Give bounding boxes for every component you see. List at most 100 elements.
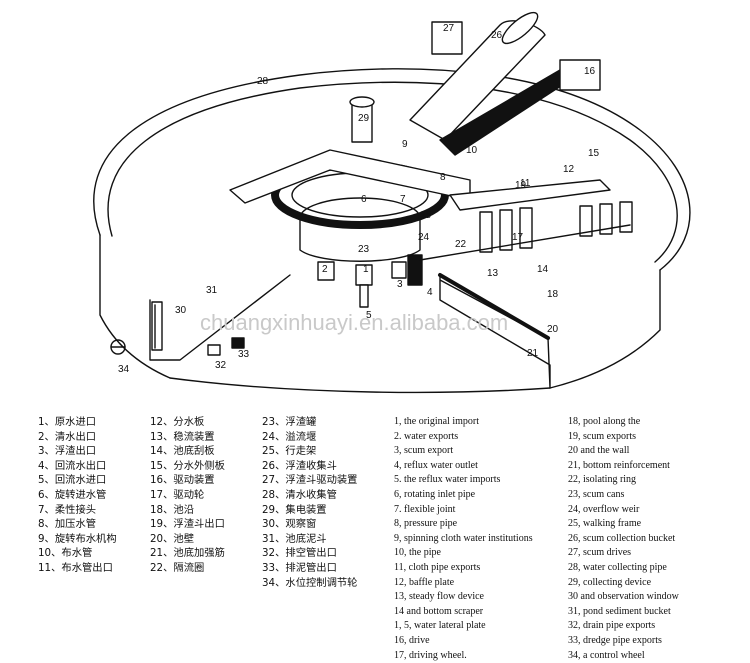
- legend-row: 1, the original import: [394, 415, 533, 430]
- legend-row: 21、池底加强筋: [150, 546, 225, 561]
- legend-row: 7. flexible joint: [394, 503, 533, 518]
- legend-row: 15、分水外侧板: [150, 459, 225, 474]
- legend-row: 29, collecting device: [568, 576, 679, 591]
- callout-24: 24: [418, 232, 430, 243]
- callout-28: 28: [257, 76, 269, 87]
- observation-window: [152, 302, 162, 350]
- callout-1: 1: [363, 264, 369, 275]
- callout-29: 29: [358, 113, 370, 124]
- callout-9: 9: [402, 139, 408, 150]
- callout-3: 3: [397, 279, 403, 290]
- legend-row: 4, reflux water outlet: [394, 459, 533, 474]
- legend-row: 34, a control wheel: [568, 649, 679, 663]
- legend-row: 23, scum cans: [568, 488, 679, 503]
- legend-row: 12、分水板: [150, 415, 225, 430]
- legend-row: 34、水位控制调节轮: [262, 576, 357, 591]
- callout-26: 26: [491, 30, 503, 41]
- legend-row: 17、驱动轮: [150, 488, 225, 503]
- legend-row: 11、布水管出口: [38, 561, 117, 576]
- legend-row: 33, dredge pipe exports: [568, 634, 679, 649]
- callout-20: 20: [547, 324, 559, 335]
- baffle-plates: [480, 202, 632, 252]
- callout-32: 32: [215, 360, 227, 371]
- legend-row: 30 and observation window: [568, 590, 679, 605]
- legend-row: 18、池沿: [150, 503, 225, 518]
- callout-34: 34: [118, 364, 130, 375]
- callout-17: 17: [512, 232, 524, 243]
- legend-row: 14 and bottom scraper: [394, 605, 533, 620]
- callout-8: 8: [440, 172, 446, 183]
- callout-4: 4: [427, 287, 433, 298]
- legend-row: 6、旋转进水管: [38, 488, 117, 503]
- legend-row: 8、加压水管: [38, 517, 117, 532]
- legend-row: 30、观察窗: [262, 517, 357, 532]
- legend-row: 9, spinning cloth water institutions: [394, 532, 533, 547]
- legend-row: 16、驱动装置: [150, 473, 225, 488]
- drain-pipe-export: [208, 345, 220, 355]
- legend-row: 5、回流水进口: [38, 473, 117, 488]
- legend-row: 13、稳流装置: [150, 430, 225, 445]
- callout-7: 7: [400, 194, 406, 205]
- legend-row: 19, scum exports: [568, 430, 679, 445]
- legend-row: 23、浮渣罐: [262, 415, 357, 430]
- callout-13: 13: [487, 268, 499, 279]
- legend-row: 4、回流水出口: [38, 459, 117, 474]
- legend-row: 25、行走架: [262, 444, 357, 459]
- callout-31: 31: [206, 285, 218, 296]
- callout-12: 12: [563, 164, 575, 175]
- legend-row: 3, scum export: [394, 444, 533, 459]
- callout-14: 14: [537, 264, 549, 275]
- legend-row: 22、隔流圈: [150, 561, 225, 576]
- legend-row: 17, driving wheel.: [394, 649, 533, 663]
- callout-19: 19: [515, 180, 527, 191]
- legend-row: 26、浮渣收集斗: [262, 459, 357, 474]
- legend-row: 18, pool along the: [568, 415, 679, 430]
- legend-row: 6, rotating inlet pipe: [394, 488, 533, 503]
- legend-row: 16, drive: [394, 634, 533, 649]
- callout-16: 16: [584, 66, 596, 77]
- legend-row: 27、浮渣斗驱动装置: [262, 473, 357, 488]
- legend-row: 28, water collecting pipe: [568, 561, 679, 576]
- legend-row: 11, cloth pipe exports: [394, 561, 533, 576]
- callout-22: 22: [455, 239, 467, 250]
- legend-row: 2、清水出口: [38, 430, 117, 445]
- legend-row: 1、原水进口: [38, 415, 117, 430]
- callout-18: 18: [547, 289, 559, 300]
- legend-row: 31、池底泥斗: [262, 532, 357, 547]
- legend-row: 22, isolating ring: [568, 473, 679, 488]
- reflux-inlet-pipe: [360, 285, 368, 307]
- legend-row: 8, pressure pipe: [394, 517, 533, 532]
- callout-2: 2: [322, 264, 328, 275]
- legend-row: 5. the reflux water imports: [394, 473, 533, 488]
- legend-row: 20 and the wall: [568, 444, 679, 459]
- legend-row: 3、浮渣出口: [38, 444, 117, 459]
- callout-10: 10: [466, 145, 478, 156]
- legend-row: 19、浮渣斗出口: [150, 517, 225, 532]
- callout-30: 30: [175, 305, 187, 316]
- legend-row: 2. water exports: [394, 430, 533, 445]
- legend-row: 32、排空管出口: [262, 546, 357, 561]
- legend-row: 25, walking frame: [568, 517, 679, 532]
- legend-row: 21, bottom reinforcement: [568, 459, 679, 474]
- legend-row: 14、池底刮板: [150, 444, 225, 459]
- legend-row: 28、清水收集管: [262, 488, 357, 503]
- legend-row: 1, 5, water lateral plate: [394, 619, 533, 634]
- legend-row: 9、旋转布水机构: [38, 532, 117, 547]
- callout-15: 15: [588, 148, 600, 159]
- collector-cap: [350, 97, 374, 107]
- legend-row: 26, scum collection bucket: [568, 532, 679, 547]
- legend-row: 13, steady flow device: [394, 590, 533, 605]
- legend-row: 20、池壁: [150, 532, 225, 547]
- callout-25: 25: [420, 210, 432, 221]
- legend-row: 24、溢流堰: [262, 430, 357, 445]
- callout-6: 6: [361, 194, 367, 205]
- legend-row: 32, drain pipe exports: [568, 619, 679, 634]
- legend-row: 24, overflow weir: [568, 503, 679, 518]
- legend-row: 10、布水管: [38, 546, 117, 561]
- scum-outlet: [392, 262, 406, 278]
